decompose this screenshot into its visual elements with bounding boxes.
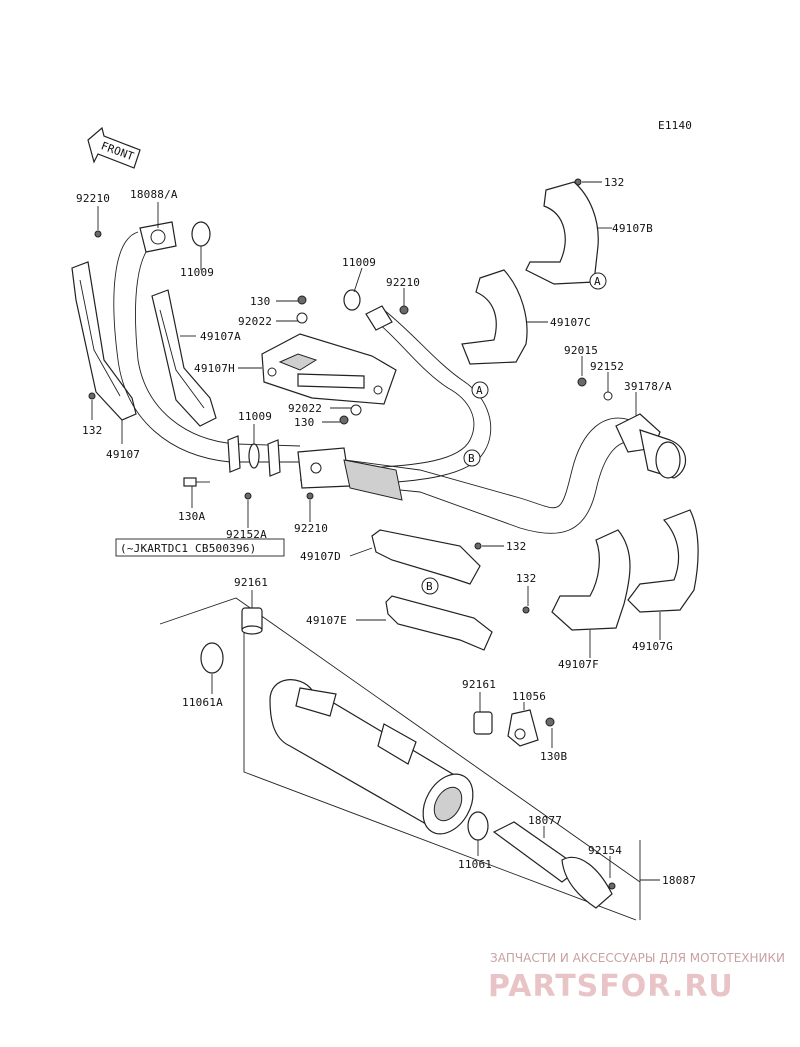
label-92152: 92152: [590, 360, 624, 373]
callout-b-lower-label: B: [426, 580, 433, 593]
label-130a: 130A: [178, 510, 205, 523]
label-49107c: 49107C: [550, 316, 591, 329]
label-39178a: 39178/A: [624, 380, 672, 393]
label-49107d: 49107D: [300, 550, 341, 563]
label-92210-c: 92210: [294, 522, 328, 535]
label-18077: 18077: [528, 814, 562, 827]
label-serial-note: (~JKARTDC1 CB500396): [120, 542, 256, 555]
heat-shield-49107e: [385, 595, 493, 651]
callout-b-upper: B: [463, 449, 481, 467]
heat-shield-49107a: [151, 289, 217, 427]
front-arrow-icon: FRONT: [87, 126, 141, 169]
label-49107h: 49107H: [194, 362, 235, 375]
label-92154: 92154: [588, 844, 622, 857]
label-132-a: 132: [82, 424, 102, 437]
collector-pipe: [297, 417, 637, 534]
header-pipe-rear: [299, 305, 492, 485]
callout-a-lower: A: [471, 381, 489, 399]
label-18088a: 18088/A: [130, 188, 178, 201]
bracket-11056: [507, 709, 539, 747]
label-132-b: 132: [506, 540, 526, 553]
watermark-tagline: ЗАПЧАСТИ И АКСЕССУАРЫ ДЛЯ МОТОТЕХНИКИ: [490, 951, 785, 965]
label-11056: 11056: [512, 690, 546, 703]
leader-lines: [91, 181, 661, 881]
heat-shield-49107: [71, 261, 137, 421]
heat-shield-49107d: [371, 529, 481, 585]
gasket-11009-mid: [343, 289, 361, 311]
collar-92161-lower: [473, 711, 493, 735]
label-132-d: 132: [604, 176, 624, 189]
label-92022-a: 92022: [238, 315, 272, 328]
clamp-39178a: [615, 413, 687, 479]
diagram-code: E1140: [658, 119, 692, 132]
label-11061a: 11061A: [182, 696, 223, 709]
watermark-brand: PARTSFOR.RU: [488, 969, 734, 1004]
label-11061: 11061: [458, 858, 492, 871]
label-49107f: 49107F: [558, 658, 599, 671]
end-cap-18077: [492, 821, 616, 909]
label-132-c: 132: [516, 572, 536, 585]
label-92161-a: 92161: [234, 576, 268, 589]
label-49107g: 49107G: [632, 640, 673, 653]
label-92152a: 92152A: [226, 528, 267, 541]
collar-92161-upper: [241, 607, 263, 635]
callout-a-upper: A: [589, 272, 607, 290]
label-92161-b: 92161: [462, 678, 496, 691]
heat-shield-49107c: [461, 269, 528, 365]
label-11009-c: 11009: [342, 256, 376, 269]
label-130-b: 130: [294, 416, 314, 429]
gasket-11061a: [200, 642, 224, 674]
callout-b-lower: B: [421, 577, 439, 595]
callout-a-upper-label: A: [594, 275, 601, 288]
label-130-a: 130: [250, 295, 270, 308]
mid-flange-gaskets: [227, 435, 281, 477]
label-49107: 49107: [106, 448, 140, 461]
label-49107b: 49107B: [612, 222, 653, 235]
bolt-130b: [545, 717, 555, 727]
label-18087: 18087: [662, 874, 696, 887]
label-11009-a: 11009: [180, 266, 214, 279]
label-92022-b: 92022: [288, 402, 322, 415]
heat-shield-49107g: [627, 509, 699, 613]
heat-shield-49107h: [261, 333, 397, 405]
label-92210-b: 92210: [386, 276, 420, 289]
label-130b: 130B: [540, 750, 567, 763]
flange-18088a: [139, 221, 177, 253]
header-pipe-front: [113, 231, 301, 463]
label-11009-b: 11009: [238, 410, 272, 423]
label-49107e: 49107E: [306, 614, 347, 627]
label-49107a: 49107A: [200, 330, 241, 343]
muffler-18087: [269, 679, 474, 835]
heat-shield-49107b: [525, 181, 599, 285]
heat-shield-49107f: [551, 529, 631, 631]
bolt-130a: [183, 477, 210, 487]
gasket-11061: [467, 811, 489, 841]
serial-note-box: [115, 538, 285, 557]
callout-a-lower-label: A: [476, 384, 483, 397]
label-92210-a: 92210: [76, 192, 110, 205]
gasket-11009-top: [191, 221, 211, 247]
label-92015: 92015: [564, 344, 598, 357]
callout-b-upper-label: B: [468, 452, 475, 465]
